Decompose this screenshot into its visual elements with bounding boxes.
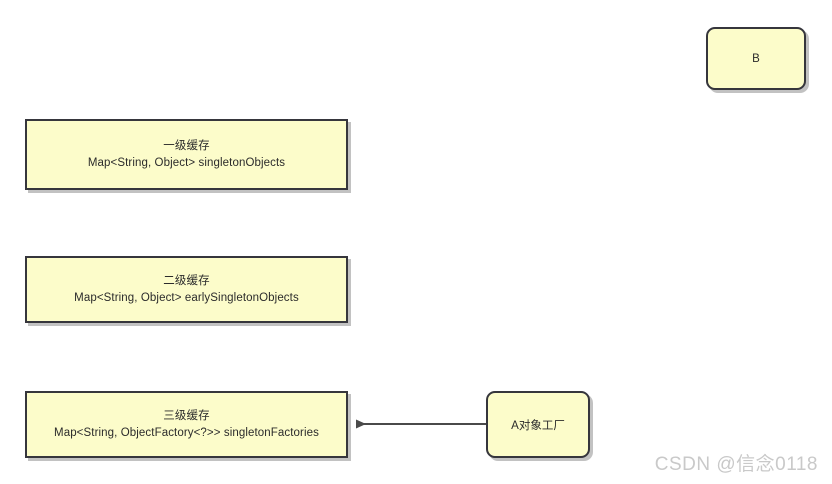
node-third-level-cache[interactable]: 三级缓存 Map<String, ObjectFactory<?>> singl… bbox=[25, 391, 348, 458]
node-third-level-cache-subtitle: Map<String, ObjectFactory<?>> singletonF… bbox=[54, 426, 319, 439]
node-object-factory-a[interactable]: A对象工厂 bbox=[486, 391, 590, 458]
node-first-level-cache-title: 一级缓存 bbox=[163, 139, 210, 152]
node-second-level-cache-text: 二级缓存 Map<String, Object> earlySingletonO… bbox=[74, 273, 299, 306]
node-third-level-cache-text: 三级缓存 Map<String, ObjectFactory<?>> singl… bbox=[54, 408, 319, 441]
node-object-factory-a-label: A对象工厂 bbox=[511, 419, 565, 432]
node-first-level-cache-text: 一级缓存 Map<String, Object> singletonObject… bbox=[88, 138, 285, 171]
node-second-level-cache[interactable]: 二级缓存 Map<String, Object> earlySingletonO… bbox=[25, 256, 348, 323]
node-bean-b[interactable]: B bbox=[706, 27, 806, 90]
node-first-level-cache[interactable]: 一级缓存 Map<String, Object> singletonObject… bbox=[25, 119, 348, 190]
node-second-level-cache-subtitle: Map<String, Object> earlySingletonObject… bbox=[74, 291, 299, 304]
watermark-text: CSDN @信念0118 bbox=[654, 454, 818, 475]
node-bean-b-label: B bbox=[752, 52, 760, 65]
node-second-level-cache-title: 二级缓存 bbox=[163, 274, 210, 287]
node-first-level-cache-subtitle: Map<String, Object> singletonObjects bbox=[87, 156, 286, 169]
node-third-level-cache-title: 三级缓存 bbox=[163, 409, 210, 422]
